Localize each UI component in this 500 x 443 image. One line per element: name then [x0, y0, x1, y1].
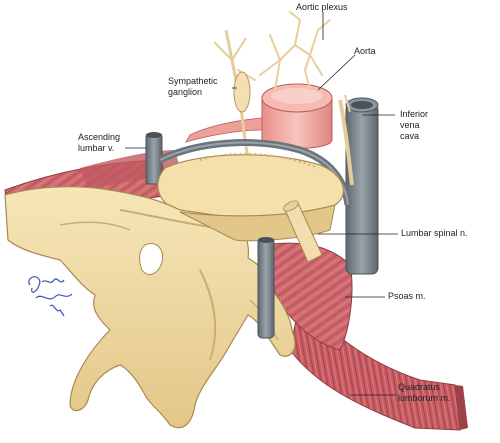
label-alv-line1: Ascending — [78, 132, 121, 142]
label-ascending-lumbar-v: Ascending lumbar v. — [78, 132, 120, 154]
leader-lines — [125, 12, 398, 396]
aortic-plexus-nerves — [237, 11, 331, 91]
psoas-muscle — [263, 242, 353, 351]
label-ivc-line1: Inferior — [400, 109, 429, 119]
label-aorta: Aorta — [354, 46, 376, 56]
label-lumbar-spinal-n: Lumbar spinal n. — [401, 228, 468, 238]
lumbar-vein-stump — [257, 237, 275, 339]
label-aortic-plexus: Aortic plexus — [296, 2, 348, 12]
label-ivc-line3: cava — [400, 131, 420, 141]
inferior-vena-cava — [345, 97, 379, 275]
label-psoas-m: Psoas m. — [388, 291, 426, 301]
label-inferior-vena-cava: Inferior vena cava — [400, 109, 428, 142]
lumbar-spinal-nerve — [283, 200, 323, 263]
artist-signature — [28, 276, 73, 317]
label-ivc-line2: vena — [400, 120, 420, 130]
label-sympathetic-line1: Sympathetic — [168, 76, 218, 86]
sympathetic-ganglion — [233, 71, 251, 113]
label-sympathetic-line2: ganglion — [168, 87, 203, 97]
label-alv-line2: lumbar v. — [78, 143, 115, 153]
label-ql-line1: Quadratus — [398, 382, 441, 392]
label-sympathetic-ganglion: Sympathetic ganglion — [168, 76, 218, 98]
label-ql-line2: lumborum m. — [398, 393, 451, 403]
label-quadratus-lumborum-m: Quadratus lumborum m. — [398, 382, 451, 404]
